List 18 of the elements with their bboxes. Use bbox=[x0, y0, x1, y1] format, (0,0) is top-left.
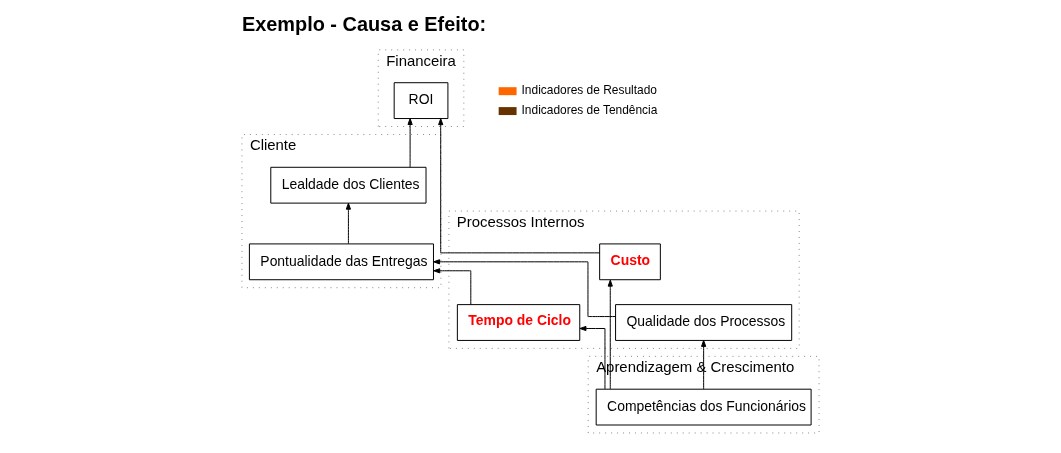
node-box: Tempo de Ciclo bbox=[456, 304, 581, 341]
arrow bbox=[407, 118, 413, 168]
legend-label: Indicadores de Tendência bbox=[521, 103, 658, 118]
node-box: ROI bbox=[393, 82, 449, 120]
legend-label: Indicadores de Resultado bbox=[521, 83, 657, 98]
arrow bbox=[433, 268, 472, 305]
arrow bbox=[607, 279, 613, 390]
arrow bbox=[345, 202, 351, 245]
diagram-title: Exemplo - Causa e Efeito: bbox=[241, 12, 487, 35]
node-box: Custo bbox=[599, 243, 661, 281]
arrow bbox=[579, 325, 606, 390]
node-box: Pontualidade das Entregas bbox=[248, 243, 434, 281]
node-box: Lealdade dos Clientes bbox=[270, 166, 427, 204]
arrow bbox=[701, 339, 707, 390]
node-box: Qualidade dos Processos bbox=[615, 304, 793, 341]
arrow bbox=[433, 259, 616, 318]
node-box: Competências dos Funcionários bbox=[595, 388, 812, 426]
arrow bbox=[438, 118, 601, 254]
